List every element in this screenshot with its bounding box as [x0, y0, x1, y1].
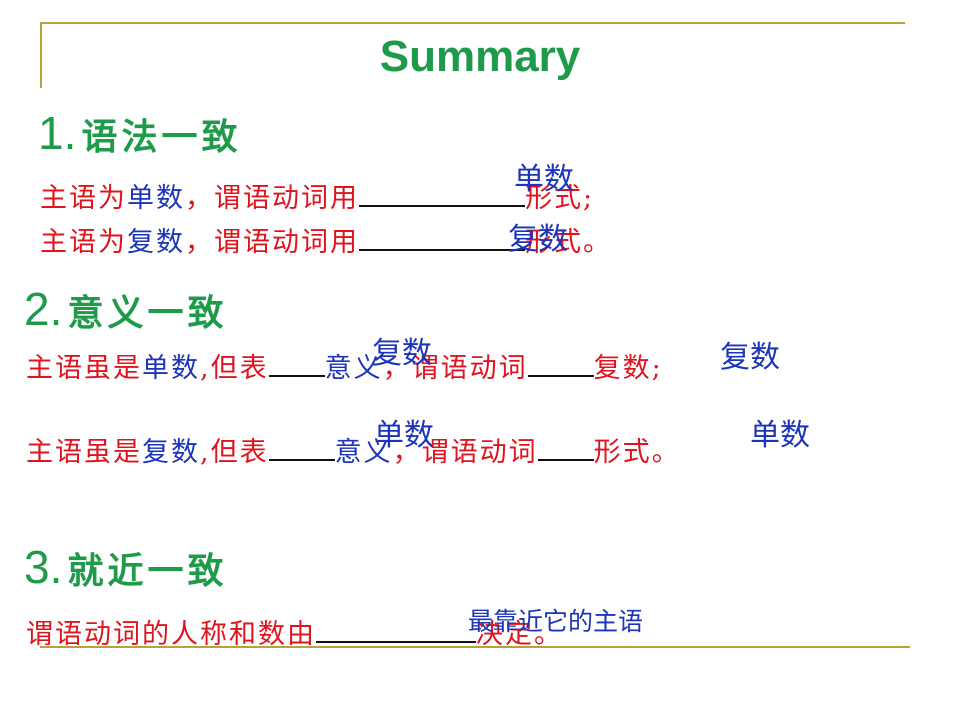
- section1-number: 1.: [38, 107, 77, 159]
- section1-line1-key: 单数: [127, 183, 185, 214]
- answer-blank: [268, 348, 325, 377]
- section2-line1-key: 单数: [142, 353, 200, 384]
- section2-line2-key: 复数: [142, 437, 200, 468]
- section1-line2-key: 复数: [127, 227, 185, 258]
- section1-header: 1. 语法一致: [38, 106, 241, 160]
- section2-number: 2.: [24, 283, 63, 335]
- answer-blank: [268, 432, 335, 461]
- slide-title: Summary: [379, 32, 581, 81]
- section1-heading: 语法一致: [81, 117, 242, 158]
- section2-answer2b: 单数: [750, 418, 810, 453]
- section1-line2: 主语为复数，谓语动词用形式。: [40, 220, 612, 259]
- section3-heading: 就近一致: [67, 551, 228, 592]
- answer-blank: [359, 178, 525, 207]
- section3-number: 3.: [24, 541, 63, 593]
- section3-answer: 最靠近它的主语: [468, 607, 644, 636]
- section1-answer2: 复数: [508, 222, 568, 257]
- frame-top-line: [40, 22, 905, 24]
- section2-line2: 主语虽是复数,但表意义，谓语动词形式。: [26, 430, 681, 469]
- answer-blank: [359, 222, 525, 251]
- section1-answer1: 单数: [514, 162, 574, 197]
- section3-line: 谓语动词的人称和数由决定。: [26, 612, 563, 651]
- section2-answer1b: 复数: [720, 340, 780, 375]
- frame-left-line: [40, 22, 42, 88]
- section3-header: 3. 就近一致: [24, 540, 227, 594]
- frame-bottom-line: [40, 646, 910, 648]
- section2-heading: 意义一致: [67, 293, 228, 334]
- answer-blank: [316, 614, 476, 643]
- answer-blank: [537, 432, 594, 461]
- section1-line1: 主语为单数，谓语动词用形式;: [40, 176, 594, 215]
- section2-header: 2. 意义一致: [24, 282, 227, 336]
- section2-line1: 主语虽是单数,但表意义，谓语动词复数;: [26, 346, 663, 385]
- section2-answer1a: 复数: [372, 336, 432, 371]
- answer-blank: [527, 348, 594, 377]
- section2-answer2a: 单数: [374, 418, 434, 453]
